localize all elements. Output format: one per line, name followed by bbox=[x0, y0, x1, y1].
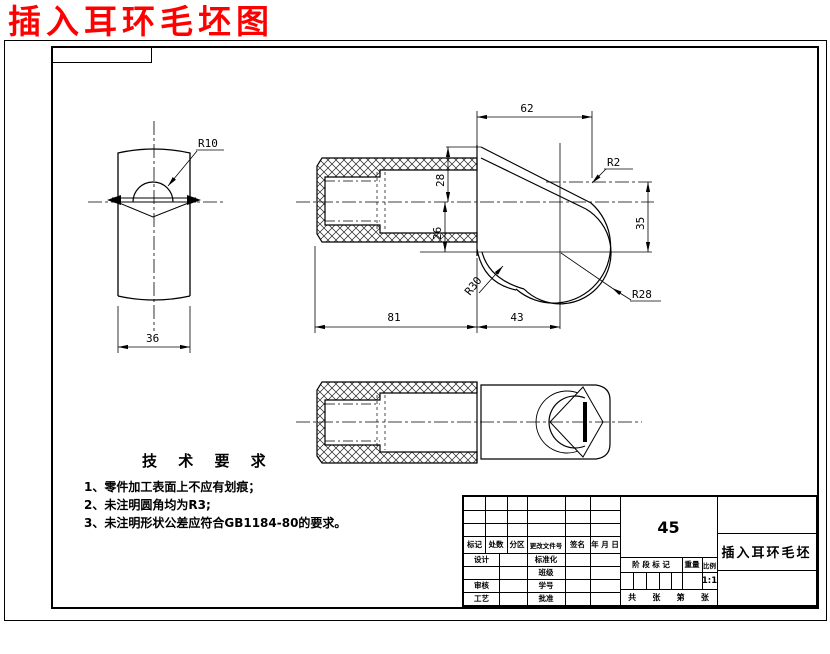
tb-line bbox=[620, 572, 717, 573]
title-block: 标记 处数 分区 更改文件号 签名 年 月 日 设计 审核 工艺 标准化 班级 … bbox=[462, 495, 818, 607]
ear-top-outer-slant bbox=[480, 146, 592, 204]
tech-requirement-3: 3、未注明形状公差应符合GB1184-80的要求。 bbox=[84, 516, 347, 530]
tb-sheet-no-label: 第 bbox=[676, 592, 685, 602]
tb-line bbox=[499, 553, 500, 605]
dim28-label: 28 bbox=[434, 174, 447, 187]
tb-stage-mark: 阶 段 标 记 bbox=[632, 560, 670, 569]
tb-material: 45 bbox=[657, 517, 680, 537]
tb-row-class: 班级 bbox=[538, 568, 554, 577]
tb-line bbox=[464, 592, 620, 593]
tech-requirement-2: 2、未注明圆角均为R3; bbox=[84, 498, 211, 512]
tb-line bbox=[527, 497, 528, 605]
lens-lower-vee bbox=[111, 199, 197, 218]
tb-line bbox=[717, 497, 718, 605]
ear-inner-arc bbox=[523, 208, 612, 305]
tb-line bbox=[620, 589, 717, 590]
tech-requirements-heading: 技 术 要 求 bbox=[142, 452, 274, 470]
dim43-label: 43 bbox=[510, 311, 523, 324]
tb-header-mark: 标记 bbox=[467, 540, 482, 549]
r10-label: R10 bbox=[198, 137, 218, 150]
tb-line bbox=[464, 566, 620, 567]
left-view: R10 36 bbox=[88, 121, 224, 353]
r30-leader bbox=[478, 265, 504, 294]
tb-line bbox=[620, 557, 717, 558]
tb-weight: 重量 bbox=[684, 560, 700, 569]
tb-sheet-no-unit: 张 bbox=[700, 592, 709, 602]
tb-line bbox=[659, 572, 660, 589]
drawing-title: 插入耳环毛坯图 bbox=[8, 2, 274, 41]
r2-leader bbox=[591, 168, 607, 184]
tube-section-hatched-2 bbox=[316, 381, 478, 464]
tb-scale-value: 1:1 bbox=[702, 575, 717, 586]
r10-leader bbox=[167, 150, 198, 187]
tb-line bbox=[590, 497, 591, 605]
eye-crescent-arc bbox=[535, 390, 579, 454]
head-outline bbox=[480, 384, 611, 460]
ear-outer-arc bbox=[515, 202, 612, 304]
tb-line bbox=[620, 497, 621, 605]
tb-line bbox=[464, 510, 620, 511]
technical-requirements: 技 术 要 求 1、零件加工表面上不应有划痕； 2、未注明圆角均为R3; 3、未… bbox=[84, 450, 394, 532]
drawing-frame bbox=[51, 46, 819, 609]
tb-row-approve: 批准 bbox=[538, 594, 554, 603]
tb-line bbox=[717, 570, 816, 571]
tb-line bbox=[633, 572, 634, 589]
r28-leader-tail bbox=[560, 252, 613, 289]
tb-line bbox=[485, 497, 486, 553]
lens-left-tip bbox=[107, 195, 121, 205]
tb-row-process: 工艺 bbox=[474, 594, 489, 603]
tube-section-hatched bbox=[316, 157, 478, 243]
tb-line bbox=[646, 572, 647, 589]
tb-scale-label: 比例 bbox=[703, 561, 716, 570]
tb-line bbox=[464, 536, 620, 537]
tb-row-blank bbox=[464, 566, 499, 579]
tb-sheet-total-label: 共 bbox=[628, 592, 637, 602]
tb-header-change-doc: 更改文件号 bbox=[529, 541, 563, 550]
tb-line bbox=[565, 497, 566, 605]
dim36-label: 36 bbox=[146, 332, 159, 345]
sheet-outer-border bbox=[4, 40, 827, 621]
r28-label: R28 bbox=[632, 288, 652, 301]
r30-label: R30 bbox=[462, 274, 484, 298]
bottom-view bbox=[296, 381, 642, 464]
tech-requirement-1: 1、零件加工表面上不应有划痕； bbox=[84, 480, 261, 494]
tb-header-date: 年 月 日 bbox=[591, 540, 619, 549]
lens-right-tip bbox=[187, 195, 201, 205]
tb-line bbox=[464, 553, 620, 554]
tb-row-student-no: 学号 bbox=[538, 581, 554, 590]
tb-header-zone: 分区 bbox=[509, 540, 525, 549]
dome-semicircle bbox=[132, 181, 174, 203]
tb-line bbox=[682, 557, 683, 589]
tb-row-design: 设计 bbox=[474, 555, 489, 564]
tb-row-check: 审核 bbox=[474, 581, 489, 590]
ear-top-inner-slant bbox=[480, 157, 587, 210]
dim81-label: 81 bbox=[387, 311, 400, 324]
dim62-label: 62 bbox=[520, 102, 533, 115]
tb-sheet-row: 共 张 第 张 bbox=[620, 589, 717, 605]
front-view: 62 28 26 35 81 43 R2 R28 R30 bbox=[296, 102, 661, 333]
eye-rhombus bbox=[549, 386, 604, 458]
tb-sheet-total-unit: 张 bbox=[652, 592, 661, 602]
ear-inner-concave-r30 bbox=[481, 251, 525, 290]
r2-label: R2 bbox=[607, 156, 620, 169]
tb-line bbox=[464, 523, 620, 524]
tb-line bbox=[464, 579, 620, 580]
tb-line bbox=[507, 497, 508, 553]
ear-outer-concave-r30 bbox=[476, 248, 517, 291]
tb-header-count: 处数 bbox=[488, 540, 504, 549]
dim35-label: 35 bbox=[634, 217, 647, 230]
eye-dome-arc bbox=[548, 395, 586, 449]
top-left-zone-box bbox=[51, 46, 152, 63]
tb-line bbox=[671, 572, 672, 589]
tb-part-name: 插入耳环毛坯 bbox=[721, 546, 812, 561]
tb-row-standardization: 标准化 bbox=[534, 555, 558, 564]
tb-line bbox=[717, 533, 816, 534]
dim26-label: 26 bbox=[431, 227, 444, 240]
tb-line bbox=[702, 557, 703, 589]
tb-header-signature: 签名 bbox=[570, 540, 585, 549]
r28-leader-arrow bbox=[611, 287, 632, 301]
